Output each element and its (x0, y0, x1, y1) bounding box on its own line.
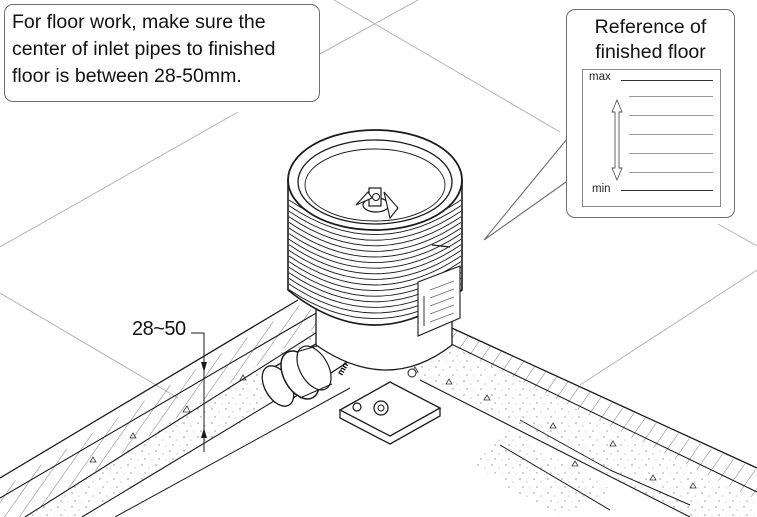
thread-ring (288, 210, 462, 241)
right-pipe-trench (404, 317, 757, 517)
floor-work-note: For floor work, make sure the center of … (4, 4, 320, 102)
note-line-2: center of inlet pipes to finished (12, 38, 276, 60)
base-screw-icon (352, 402, 362, 412)
center-key-icon (355, 187, 399, 220)
scale-line (629, 153, 713, 154)
min-line (621, 190, 713, 191)
side-scale-label (417, 265, 461, 337)
thread-ring (288, 216, 462, 247)
scale-line (629, 172, 713, 173)
thread-ring (288, 244, 462, 275)
reference-title: Reference of finished floor (567, 15, 734, 65)
thread-ring (288, 227, 462, 258)
min-label: min (590, 183, 613, 195)
note-line-3: floor is between 28-50mm. (12, 65, 242, 87)
max-label: max (587, 71, 613, 83)
thread-ring (288, 222, 462, 252)
finished-floor-reference-callout: Reference of finished floor max min (566, 9, 735, 218)
thread-ring (288, 250, 462, 280)
scale-line (629, 134, 713, 135)
reference-scale: max min (582, 69, 721, 207)
double-arrow-icon (611, 98, 623, 182)
concrete-aggregate-marks (89, 366, 697, 489)
max-line (621, 80, 713, 81)
scale-line (629, 115, 713, 116)
room-guide-lines (0, 0, 757, 399)
reference-title-line-2: finished floor (595, 41, 706, 63)
callout-leaders (483, 127, 577, 241)
threaded-drain-cup (287, 129, 463, 337)
thread-ring (288, 255, 462, 286)
dimension-label: 28~50 (131, 318, 187, 341)
thread-ring (288, 205, 462, 236)
dimension-indicator (191, 332, 207, 452)
reference-title-line-1: Reference of (594, 16, 707, 38)
thread-ring (288, 238, 462, 269)
note-line-1: For floor work, make sure the (12, 11, 266, 33)
scale-line (629, 96, 713, 97)
